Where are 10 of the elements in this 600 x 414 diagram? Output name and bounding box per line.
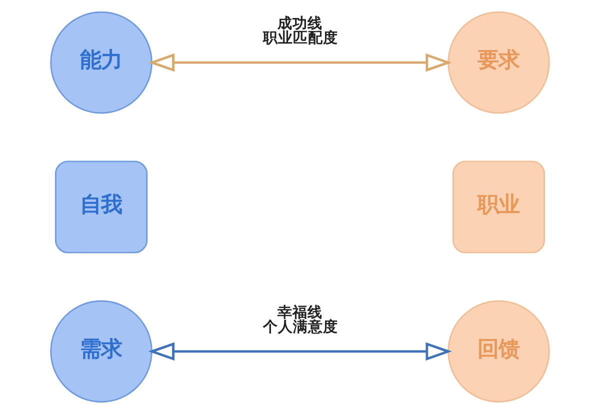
edge-label: 成功线职业匹配度 <box>263 16 338 47</box>
node-circle: 需求 <box>50 300 152 403</box>
node-circle: 要求 <box>448 11 550 114</box>
edge-label: 幸福线个人满意度 <box>263 305 338 336</box>
node-box: 职业 <box>452 160 545 254</box>
node-box: 自我 <box>55 160 148 254</box>
node-circle: 能力 <box>50 11 152 114</box>
node-circle: 回馈 <box>448 300 550 403</box>
arrow <box>148 342 452 361</box>
arrow <box>148 53 452 72</box>
